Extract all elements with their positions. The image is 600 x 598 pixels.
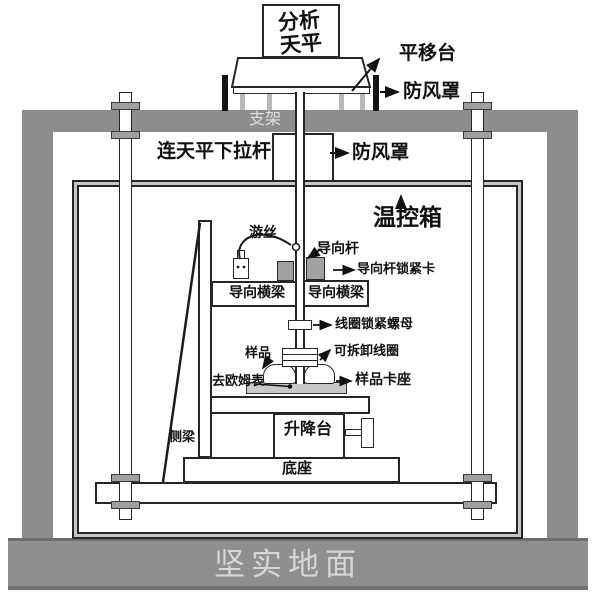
- crank-knob: [361, 418, 374, 448]
- sample-label: 样品: [245, 345, 272, 360]
- clamp-left: [277, 261, 294, 281]
- rod-nut: [111, 102, 140, 110]
- guide-beam-left-label: 导向横梁: [229, 286, 285, 301]
- guide-beam-right-box: [303, 280, 369, 307]
- lift-table-label: 升降台: [284, 421, 333, 438]
- threaded-rod-right: [471, 92, 484, 520]
- hairspring-label: 游丝: [249, 226, 277, 241]
- solid-ground-bar: [8, 538, 588, 590]
- guide-beam-left-box: [211, 281, 298, 307]
- stage-leg: [339, 93, 344, 110]
- lift-table-column: [273, 413, 345, 459]
- coil-lock-nut-label: 线圈锁紧螺母: [335, 316, 414, 331]
- threaded-rod-left: [119, 92, 132, 520]
- hairspring-hook-box: [233, 258, 249, 279]
- rod-nut: [463, 131, 492, 139]
- guide-rod-clip-block: [306, 257, 325, 280]
- coil-lock-nut-block: [288, 320, 312, 330]
- rod-nut: [111, 501, 140, 509]
- detachable-coil-box: [282, 348, 318, 367]
- ground-label: 坚实地面: [214, 547, 362, 582]
- crank-bar: [345, 429, 362, 436]
- translation-stage-label: 平移台: [399, 43, 457, 64]
- frame-left-column: [22, 110, 53, 538]
- sample-holder-label: 样品卡座: [355, 373, 411, 388]
- support-column: [198, 220, 212, 458]
- base-plate: [183, 457, 400, 483]
- side-beam-label: 侧梁: [169, 429, 196, 444]
- guide-rod-label: 导向杆: [317, 242, 359, 257]
- base-label: 底座: [282, 461, 313, 477]
- central-pull-rod: [295, 92, 305, 350]
- table-top: [205, 396, 370, 414]
- stage-leg: [360, 93, 365, 110]
- translation-stage-shape: [230, 57, 372, 88]
- windshield-top-wall-left: [222, 75, 228, 111]
- guide-beam-right-label: 导向横梁: [308, 286, 364, 301]
- rod-nut: [111, 131, 140, 139]
- sample-dome-left: [263, 364, 296, 384]
- windshield-top-label: 防风罩: [403, 81, 461, 102]
- balance-box: 分析天平: [262, 4, 340, 58]
- to-ohmmeter-label: 去欧姆表: [212, 373, 265, 388]
- detachable-coil-label: 可拆卸线圈: [334, 343, 400, 358]
- rod-nut: [463, 501, 492, 509]
- sample-dome-right: [304, 364, 335, 384]
- windshield-mid-label: 防风罩: [352, 142, 410, 163]
- windshield-top-wall-right: [373, 75, 379, 111]
- stage-leg: [267, 93, 272, 110]
- rod-nut: [111, 474, 140, 482]
- balance-label: 分析天平: [276, 7, 323, 59]
- support-frame-label: 支架: [249, 111, 282, 128]
- frame-right-column: [547, 110, 578, 538]
- guide-rod-clip-label: 导向杆锁紧卡: [357, 261, 436, 276]
- stage-leg: [240, 93, 245, 110]
- rod-nut: [463, 102, 492, 110]
- bottom-beam: [95, 482, 497, 504]
- pull-rod-label: 连天平下拉杆: [157, 141, 272, 162]
- rod-nut: [463, 474, 492, 482]
- thermo-box-label: 温控箱: [373, 205, 442, 230]
